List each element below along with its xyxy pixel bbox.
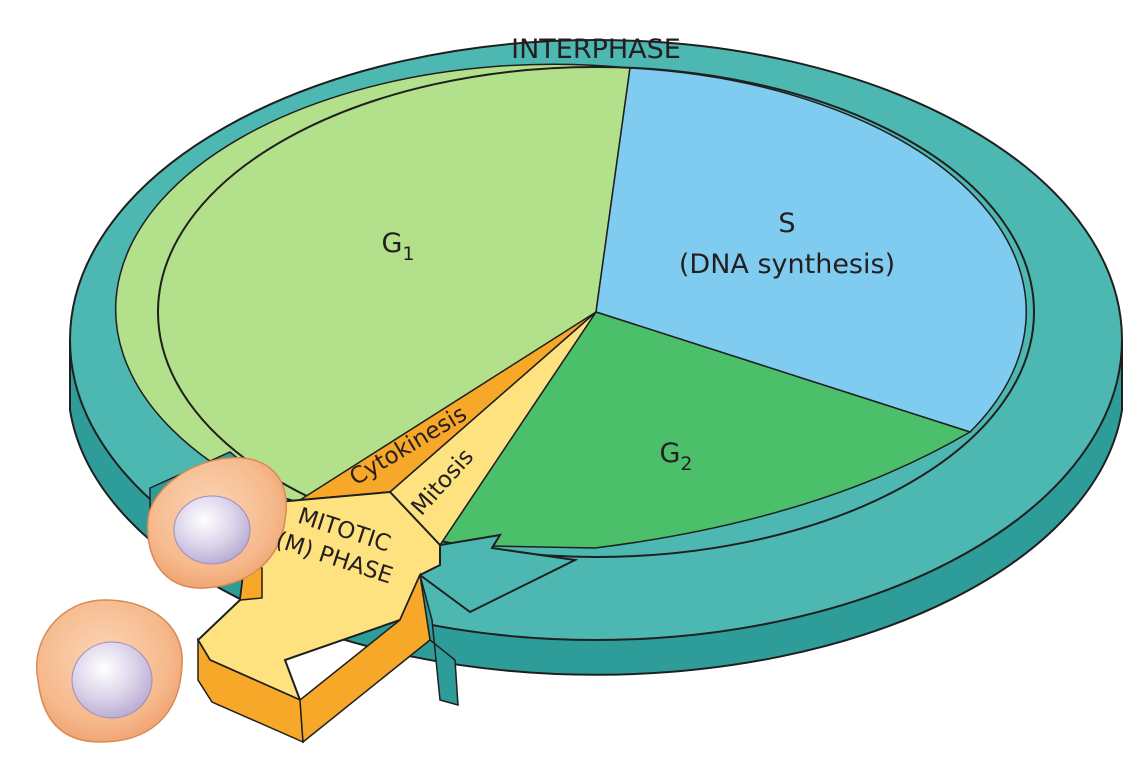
s-subtitle: (DNA synthesis): [679, 249, 895, 280]
mitotic-phase-arrow-side-right: [299, 572, 431, 744]
g2-segment: [438, 311, 972, 549]
s-segment: [595, 67, 1027, 433]
interphase-label: INTERPHASE: [511, 34, 681, 65]
g2-label: G2: [659, 438, 692, 475]
g2-subscript: 2: [680, 453, 692, 475]
g2-letter: G: [659, 438, 680, 469]
g1-subscript: 1: [402, 243, 414, 265]
g1-label: G1: [381, 228, 414, 265]
inner-disk-outline: [157, 66, 1035, 558]
nucleus-upper: [173, 495, 251, 565]
daughter-cell-lower: [36, 599, 183, 743]
nucleus-lower: [71, 641, 153, 719]
g1-letter: G: [381, 228, 402, 259]
daughter-cell-upper: [147, 457, 287, 589]
s-title: S: [778, 208, 795, 239]
